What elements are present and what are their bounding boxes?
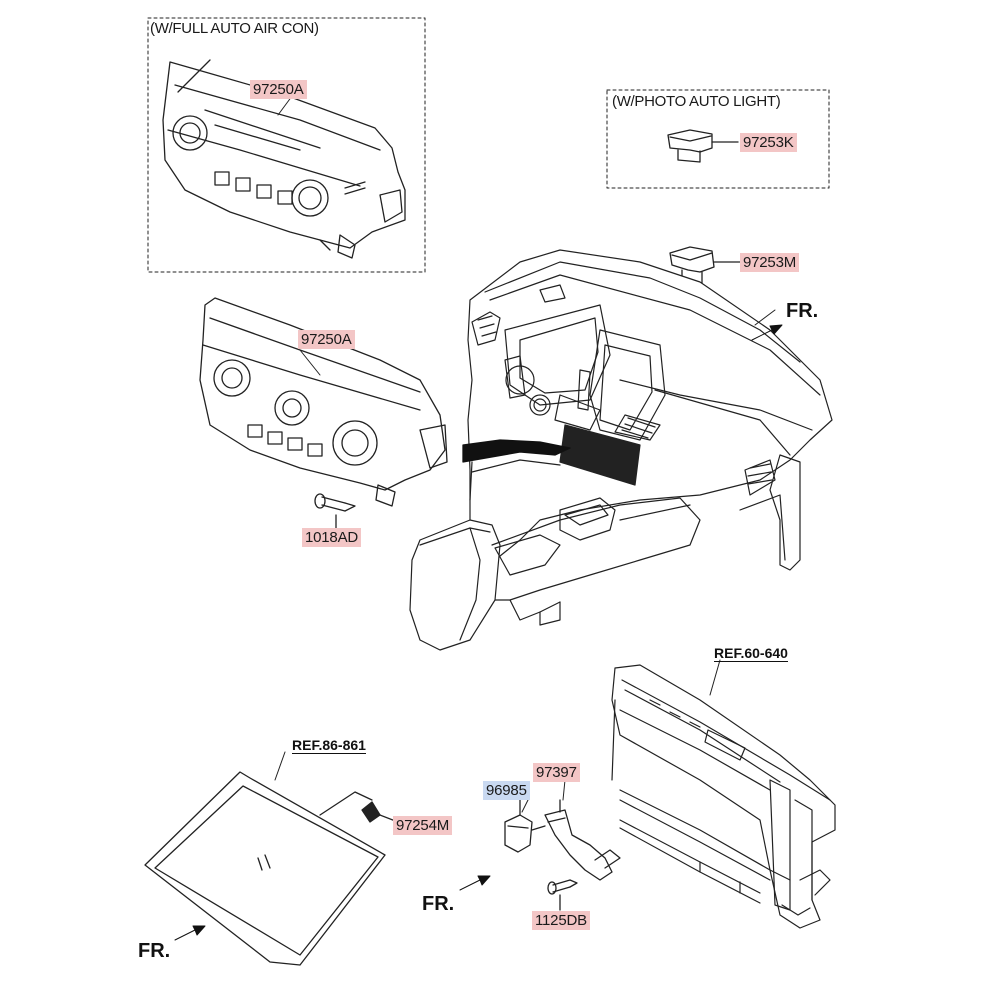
part-1125db-label[interactable]: 1125DB: [532, 911, 590, 930]
part-97253k-label[interactable]: 97253K: [740, 133, 797, 152]
front-end-module: [611, 664, 836, 929]
fr-arrow-top: [751, 324, 783, 341]
ref-86-861-label[interactable]: REF.86-861: [292, 737, 366, 754]
part-97254m-label[interactable]: 97254M: [393, 816, 453, 835]
part-97250a-full-auto-label[interactable]: 97250A: [250, 80, 307, 99]
part-1018ad-label[interactable]: 1018AD: [302, 528, 362, 547]
climate-panel-full-auto: [162, 59, 406, 259]
full-auto-note: (W/FULL AUTO AIR CON): [150, 20, 319, 37]
photo-sensor-97253k: [667, 129, 739, 163]
location-arrow: [462, 439, 571, 463]
ref-60-640-label[interactable]: REF.60-640: [714, 645, 788, 662]
part-97250a-manual-label[interactable]: 97250A: [298, 330, 355, 349]
bracket-assembly: [504, 799, 621, 911]
fr-arrow-bottom-mid: [459, 875, 491, 891]
photo-auto-note: (W/PHOTO AUTO LIGHT): [612, 93, 781, 110]
full-auto-option-box: [147, 17, 426, 273]
fr-label-top: FR.: [786, 300, 819, 322]
dashboard: [467, 249, 833, 571]
fr-label-bottom-mid: FR.: [422, 893, 455, 915]
photo-auto-option-box: [606, 89, 830, 189]
part-97253m-label[interactable]: 97253M: [740, 253, 800, 272]
fr-arrow-bottom-left: [174, 925, 206, 941]
windshield: [144, 771, 399, 966]
center-console: [409, 497, 701, 651]
fr-label-bottom-left: FR.: [138, 940, 171, 962]
part-97397-label[interactable]: 97397: [533, 763, 580, 782]
part-96985-label[interactable]: 96985: [483, 781, 530, 800]
